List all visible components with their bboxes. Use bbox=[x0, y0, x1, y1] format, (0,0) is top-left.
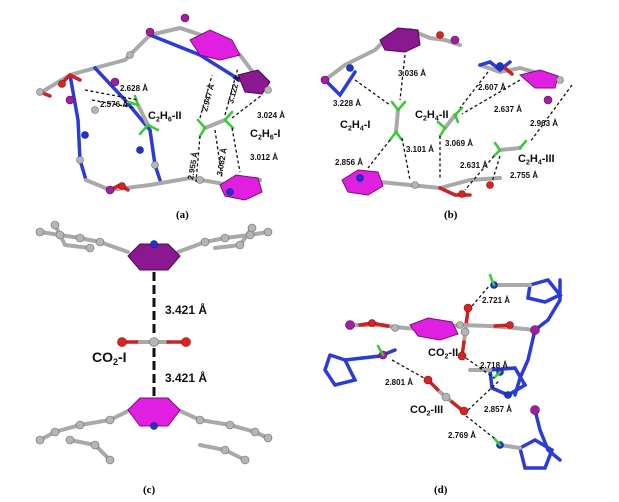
panel-a-distance-7: 3.082 Å bbox=[215, 147, 229, 176]
panel-b-distance-5: 2.963 Å bbox=[530, 119, 558, 128]
panel-d-distance-4: 2.857 Å bbox=[484, 405, 512, 414]
panel-d-distance-5: 2.769 Å bbox=[448, 431, 476, 440]
panel-d-label: (d) bbox=[434, 484, 448, 496]
panel-c: 3.421 Å 3.421 Å CO2-I (c) bbox=[35, 220, 273, 496]
panel-b-contacts bbox=[354, 54, 573, 191]
panel-a-distance-5: 3.024 Å bbox=[257, 111, 285, 120]
panel-b-distance-9: 2.631 Å bbox=[460, 161, 488, 170]
co2-ii-label: CO2-II bbox=[428, 347, 458, 361]
panel-c-distance-1: 3.421 Å bbox=[165, 302, 207, 317]
panel-b-framework bbox=[320, 27, 564, 198]
panel-a-contacts bbox=[84, 67, 263, 183]
panel-b-distance-3: 2.607 Å bbox=[478, 83, 506, 92]
panel-b-label: (b) bbox=[444, 209, 458, 221]
panel-d: 2.721 Å 2.718 Å 2.801 Å 2.857 Å 2.769 Å … bbox=[323, 273, 563, 496]
panel-b-distance-7: 3.101 Å bbox=[406, 145, 434, 154]
co2-iii-molecule bbox=[423, 375, 469, 416]
co2-iii-label: CO2-III bbox=[410, 404, 443, 418]
c2h4-i-molecule bbox=[388, 100, 407, 142]
panel-c-bottom-linker bbox=[35, 397, 273, 465]
panel-b: 3.036 Å 3.228 Å 2.607 Å 2.637 Å 2.963 Å … bbox=[320, 27, 573, 221]
co2-i-molecule bbox=[117, 337, 191, 347]
panel-d-framework bbox=[323, 273, 563, 470]
panel-a-distance-4: 3.122 Å bbox=[226, 75, 242, 105]
c2h4-ii-label: C2H4-II bbox=[415, 109, 449, 123]
panel-b-distance-2: 3.228 Å bbox=[333, 99, 361, 108]
c2h6-ii-label: C2H6-II bbox=[148, 110, 182, 124]
panel-c-distance-2: 3.421 Å bbox=[165, 370, 207, 385]
panel-d-distance-1: 2.721 Å bbox=[482, 296, 510, 305]
panel-a-distance-8: 3.012 Å bbox=[250, 153, 278, 162]
panel-a-framework bbox=[36, 13, 272, 201]
panel-b-distance-6: 3.069 Å bbox=[445, 139, 473, 148]
co2-i-label: CO2-I bbox=[92, 349, 127, 367]
panel-b-distance-8: 2.856 Å bbox=[335, 158, 363, 167]
panel-a-distance-2: 2.576 Å bbox=[100, 100, 128, 109]
panel-b-distance-10: 2.755 Å bbox=[510, 171, 538, 180]
panel-d-contacts bbox=[391, 284, 501, 439]
panel-c-top-linker bbox=[35, 220, 273, 271]
c2h6-i-molecule bbox=[196, 110, 235, 138]
panel-a-label: (a) bbox=[176, 209, 189, 221]
c2h4-ii-molecule bbox=[436, 106, 464, 138]
panel-a-distance-3: 2.947 Å bbox=[200, 83, 216, 113]
panel-a-distance-1: 2.628 Å bbox=[120, 84, 148, 93]
panel-b-distance-4: 2.637 Å bbox=[494, 105, 522, 114]
panel-d-distance-2: 2.718 Å bbox=[480, 361, 508, 370]
panel-d-distance-3: 2.801 Å bbox=[385, 378, 413, 387]
c2h6-ii-molecule bbox=[126, 94, 160, 136]
co2-ii-molecule bbox=[457, 303, 473, 361]
c2h4-i-label: C2H4-I bbox=[340, 119, 370, 133]
panel-a: 2.628 Å 2.576 Å 2.947 Å 3.122 Å 3.024 Å … bbox=[36, 13, 285, 221]
c2h6-i-label: C2H6-I bbox=[250, 128, 280, 142]
c2h4-iii-molecule bbox=[492, 139, 528, 158]
panel-b-distance-1: 3.036 Å bbox=[398, 69, 426, 78]
panel-c-label: (c) bbox=[143, 484, 156, 496]
c2h4-iii-label: C2H4-III bbox=[518, 153, 555, 167]
